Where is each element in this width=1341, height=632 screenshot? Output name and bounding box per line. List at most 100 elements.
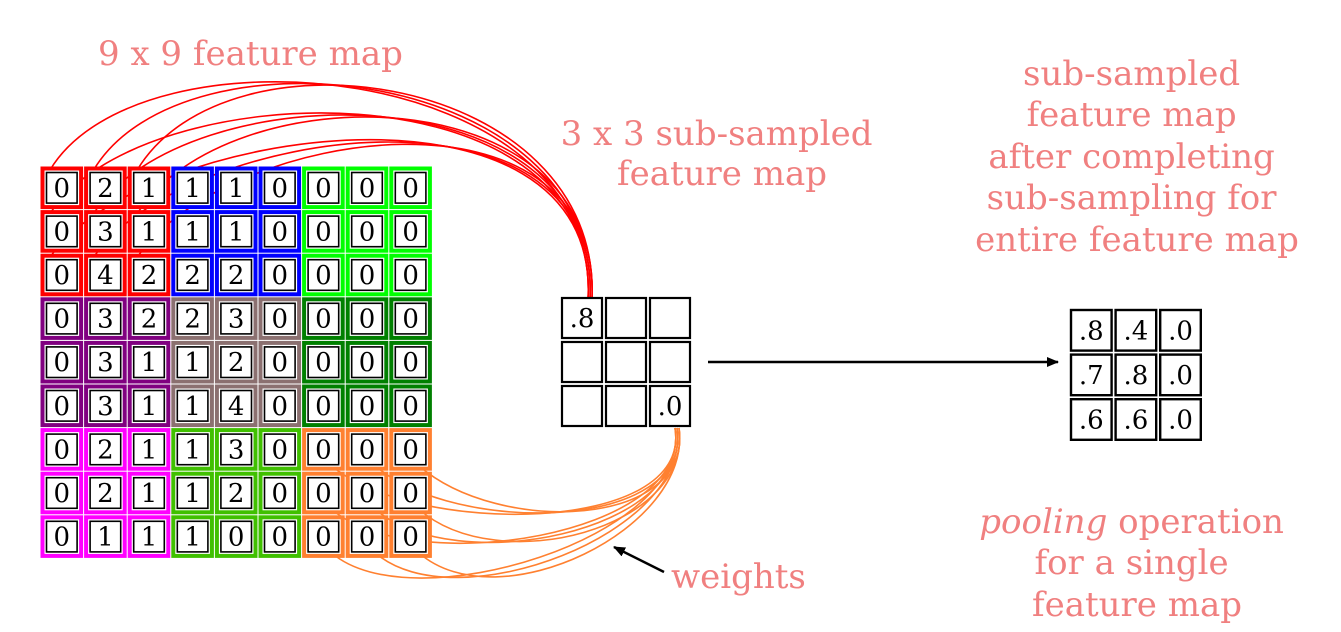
feature-cell: 0 [345, 253, 389, 297]
feature-cell-value: 0 [402, 305, 419, 335]
feature-cell: 1 [127, 166, 171, 210]
weight-link-orange [331, 427, 677, 579]
subsampled-cell: .8 [560, 296, 604, 340]
feature-cell: 0 [345, 384, 389, 428]
feature-cell-value: 1 [141, 174, 158, 204]
feature-cell: 1 [214, 166, 258, 210]
feature-cell-value: 0 [54, 523, 71, 553]
completed-cell: .8 [1114, 353, 1158, 397]
completed-title: sub-sampled feature map after completing… [975, 54, 1299, 260]
feature-cell: 0 [389, 340, 432, 384]
completed-title-line-2: feature map [1027, 95, 1237, 135]
feature-cell: 3 [84, 340, 127, 384]
feature-cell-value: 0 [402, 261, 419, 291]
feature-cell: 0 [389, 210, 432, 253]
feature-cell: 0 [389, 166, 432, 210]
subsampled-cell [604, 384, 648, 428]
feature-cell-value: 0 [54, 305, 71, 335]
completed-cell: .6 [1114, 398, 1158, 442]
pooling-caption-line-3: feature map [1032, 585, 1242, 625]
feature-cell-value: 0 [54, 479, 71, 509]
feature-cell: 0 [302, 384, 345, 428]
feature-cell-value: 0 [359, 261, 376, 291]
pooling-caption: pooling operation for a single feature m… [979, 502, 1295, 625]
feature-cell-value: 2 [184, 305, 201, 335]
feature-cell: 0 [258, 384, 302, 428]
feature-cell: 3 [214, 428, 258, 471]
completed-cell-value: .4 [1123, 316, 1148, 346]
feature-cell-value: 1 [97, 523, 114, 553]
feature-cell: 1 [127, 471, 171, 515]
feature-cell: 2 [214, 471, 258, 515]
feature-cell: 0 [40, 210, 84, 253]
feature-cell: 0 [389, 297, 432, 340]
feature-cell: 2 [84, 166, 127, 210]
feature-cell-value: 1 [184, 392, 201, 422]
feature-cell: 1 [171, 166, 214, 210]
feature-cell-value: 3 [228, 435, 245, 465]
completed-title-line-4: sub-sampling for [987, 178, 1278, 218]
feature-cell: 0 [40, 253, 84, 297]
feature-cell-value: 0 [315, 217, 332, 247]
feature-cell: 0 [302, 297, 345, 340]
feature-cell-value: 0 [315, 348, 332, 378]
weight-link-red [136, 116, 593, 301]
feature-cell: 0 [258, 166, 302, 210]
weight-link-red [49, 112, 589, 301]
feature-cell: 0 [40, 515, 84, 558]
feature-cell-value: 2 [228, 348, 245, 378]
feature-cell-value: 0 [272, 305, 289, 335]
feature-cell-value: 0 [402, 217, 419, 247]
feature-cell: 0 [389, 471, 432, 515]
feature-cell: 0 [345, 471, 389, 515]
feature-cell: 0 [258, 515, 302, 558]
weights-pointer-arrow [613, 545, 665, 574]
feature-cell-value: 4 [97, 261, 114, 291]
feature-cell-value: 2 [141, 261, 158, 291]
completed-cell-value: .8 [1123, 361, 1148, 391]
subsampled-cell-value: .8 [570, 304, 595, 334]
feature-cell: 2 [84, 428, 127, 471]
feature-cell-value: 0 [359, 348, 376, 378]
feature-cell-value: 0 [359, 435, 376, 465]
feature-cell-value: 0 [272, 523, 289, 553]
feature-cell-value: 1 [184, 348, 201, 378]
pooling-rest: operation [1107, 502, 1284, 542]
feature-cell: 2 [214, 340, 258, 384]
subsampled-title: 3 x 3 sub-sampled feature map [561, 114, 884, 194]
completed-cell: .0 [1158, 398, 1202, 442]
weight-link-orange [374, 427, 679, 579]
feature-cell: 0 [345, 340, 389, 384]
feature-cell: 0 [258, 210, 302, 253]
feature-cell: 0 [258, 428, 302, 471]
feature-cell-value: 0 [272, 217, 289, 247]
feature-cell-value: 1 [141, 523, 158, 553]
feature-cell: 2 [127, 297, 171, 340]
weight-link-orange [418, 427, 681, 578]
feature-cell: 0 [345, 210, 389, 253]
feature-cell-value: 0 [359, 479, 376, 509]
feature-cell-value: 0 [228, 523, 245, 553]
completed-cell-value: .0 [1168, 406, 1193, 436]
feature-cell-value: 0 [54, 435, 71, 465]
feature-cell-value: 3 [228, 305, 245, 335]
feature-cell: 0 [40, 471, 84, 515]
feature-cell-value: 0 [54, 261, 71, 291]
feature-cell-value: 0 [272, 261, 289, 291]
subsampled-cell [648, 296, 692, 340]
feature-cell-value: 2 [97, 479, 114, 509]
feature-cell-value: 0 [315, 392, 332, 422]
feature-cell: 0 [258, 340, 302, 384]
feature-cell-value: 1 [141, 392, 158, 422]
feature-cell-value: 1 [184, 479, 201, 509]
feature-cell: 0 [389, 428, 432, 471]
completed-cell: .0 [1158, 308, 1202, 352]
feature-cell: 3 [84, 297, 127, 340]
completed-cell: .6 [1069, 398, 1113, 442]
feature-cell-value: 0 [359, 217, 376, 247]
feature-cell-value: 0 [272, 392, 289, 422]
feature-cell-value: 2 [228, 261, 245, 291]
feature-cell-value: 0 [402, 523, 419, 553]
feature-cell: 4 [84, 253, 127, 297]
